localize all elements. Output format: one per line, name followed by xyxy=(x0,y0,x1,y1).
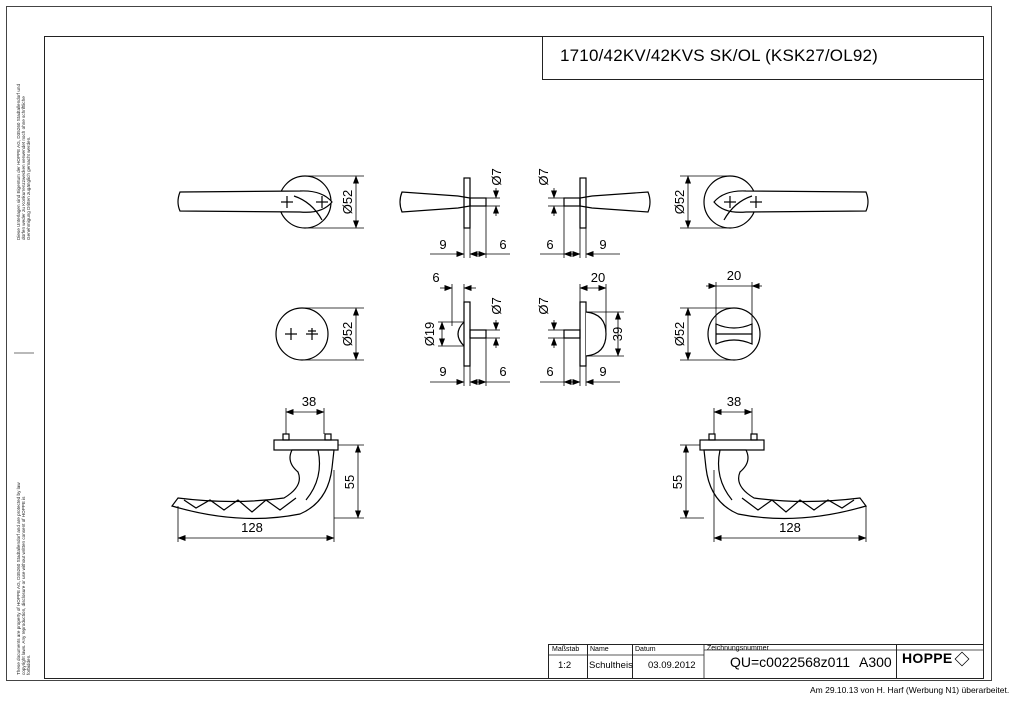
logo-mark-icon xyxy=(954,651,969,667)
svg-text:Ø7: Ø7 xyxy=(536,168,551,185)
title-block-lines xyxy=(548,644,984,679)
drawing-frame xyxy=(44,36,984,679)
lever-side-left xyxy=(399,177,487,229)
svg-text:9: 9 xyxy=(439,237,446,252)
drawing-title: 1710/42KV/42KVS SK/OL (KSK27/OL92) xyxy=(560,46,879,65)
dimension-side-right: Ø7 6 9 xyxy=(536,168,620,258)
svg-text:6: 6 xyxy=(499,237,506,252)
lever-front-right xyxy=(703,175,869,229)
svg-text:9: 9 xyxy=(599,364,606,379)
svg-text:6: 6 xyxy=(499,364,506,379)
svg-text:20: 20 xyxy=(727,268,741,283)
dimension-rose-dia-2: Ø52 xyxy=(672,175,730,229)
tb-divider xyxy=(896,644,897,679)
thumbturn-rose-right xyxy=(707,307,761,361)
dimension-lever-left: 38 55 128 xyxy=(177,394,364,542)
dimension-turn-side-right: 20 39 Ø7 6 9 xyxy=(536,270,625,386)
date-label: Datum xyxy=(635,646,656,653)
svg-text:Ø7: Ø7 xyxy=(489,168,504,185)
tb-divider xyxy=(632,644,633,679)
svg-text:9: 9 xyxy=(439,364,446,379)
dimension-esc-side-left: 6 Ø19 Ø7 9 6 xyxy=(422,270,510,386)
name-label: Name xyxy=(590,646,609,653)
lever-front-left xyxy=(177,175,333,229)
dimension-turn-front: 20 Ø52 xyxy=(672,268,762,361)
revision-note: Am 29.10.13 von H. Harf (Werbung N1) übe… xyxy=(810,685,1009,695)
svg-text:128: 128 xyxy=(779,520,801,535)
name-value: Schultheis xyxy=(589,660,633,671)
svg-text:Ø52: Ø52 xyxy=(340,322,355,347)
hoppe-logo: HOPPE xyxy=(902,650,969,667)
outer-frame xyxy=(6,6,992,681)
dimension-lever-right: 38 55 128 xyxy=(670,394,867,542)
svg-text:Ø7: Ø7 xyxy=(489,297,504,314)
svg-text:39: 39 xyxy=(610,327,625,341)
svg-text:55: 55 xyxy=(670,475,685,489)
dimension-side-left: Ø7 9 6 xyxy=(430,168,510,258)
svg-text:Ø19: Ø19 xyxy=(422,322,437,347)
dimension-rose-dia-1: Ø52 xyxy=(305,175,364,229)
svg-text:55: 55 xyxy=(342,475,357,489)
svg-text:38: 38 xyxy=(727,394,741,409)
svg-text:Ø52: Ø52 xyxy=(672,322,687,347)
svg-text:128: 128 xyxy=(241,520,263,535)
svg-text:20: 20 xyxy=(591,270,605,285)
date-value: 03.09.2012 xyxy=(648,660,696,671)
title-box xyxy=(542,36,984,80)
drawing-number: QU=c0022568z011 xyxy=(730,654,850,670)
svg-text:Ø52: Ø52 xyxy=(672,190,687,215)
svg-text:9: 9 xyxy=(599,237,606,252)
svg-text:38: 38 xyxy=(302,394,316,409)
sheet-size: A300 xyxy=(859,654,892,670)
logo-text: HOPPE xyxy=(902,650,953,666)
dimension-rose-dia-3: Ø52 xyxy=(302,307,364,361)
svg-text:6: 6 xyxy=(546,237,553,252)
lever-side-right xyxy=(563,177,651,229)
title-block xyxy=(548,644,984,679)
scale-label: Maßstab xyxy=(552,646,580,653)
escutcheon-side-left xyxy=(457,301,487,367)
rose-dia-label: Ø52 xyxy=(340,190,355,215)
svg-text:6: 6 xyxy=(546,364,553,379)
svg-text:Ø7: Ø7 xyxy=(536,297,551,314)
drawing-number-label: Zeichnungsnummer xyxy=(707,645,769,652)
curved-lever-right xyxy=(699,433,867,520)
svg-text:6: 6 xyxy=(432,270,439,285)
scale-value: 1:2 xyxy=(558,660,572,671)
curved-lever-left xyxy=(171,433,339,520)
tb-divider xyxy=(587,644,588,679)
escutcheon-rose-left xyxy=(275,307,329,361)
